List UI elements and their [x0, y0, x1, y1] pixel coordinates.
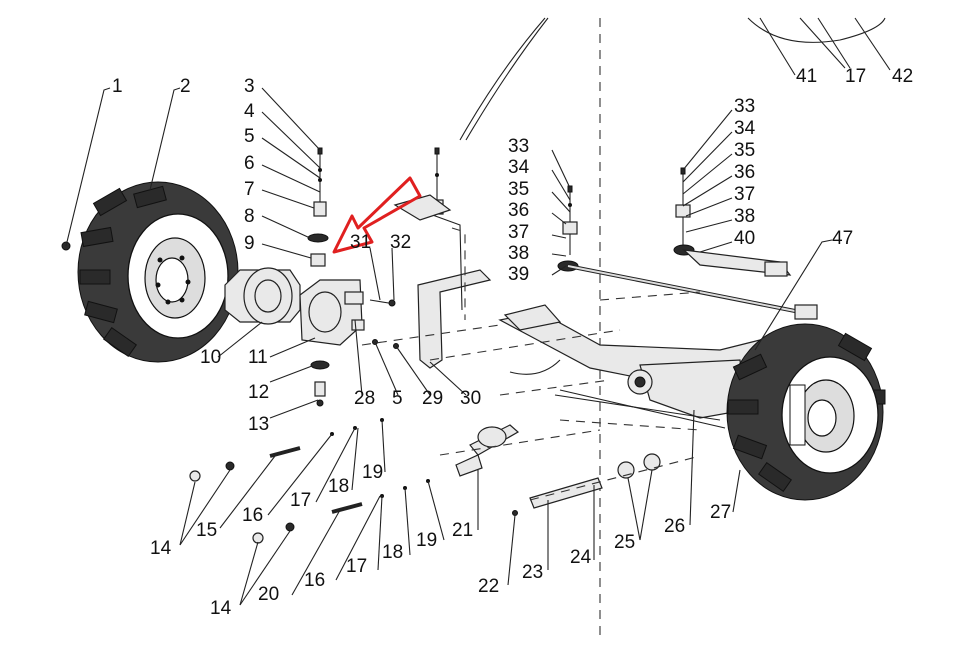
label-25: 25	[614, 532, 635, 553]
label-14a: 14	[150, 538, 172, 559]
bracket	[393, 194, 492, 369]
label-38a: 38	[508, 243, 529, 264]
label-33a: 33	[508, 136, 529, 157]
label-35b: 35	[734, 140, 755, 161]
label-17b: 17	[845, 66, 866, 87]
label-17a: 17	[290, 490, 311, 511]
label-27: 27	[710, 502, 731, 523]
label-17c: 17	[346, 556, 367, 577]
kingpin-stack	[307, 147, 330, 407]
label-12: 12	[248, 382, 269, 403]
label-22: 22	[478, 576, 499, 597]
right-wheel	[726, 323, 886, 501]
label-7: 7	[244, 179, 255, 200]
label-37b: 37	[734, 184, 755, 205]
label-18b: 18	[382, 542, 403, 563]
label-16a: 16	[242, 505, 263, 526]
label-41: 41	[796, 66, 817, 87]
label-36b: 36	[734, 162, 755, 183]
label-3: 3	[244, 76, 255, 97]
label-16b: 16	[304, 570, 325, 591]
label-38b: 38	[734, 206, 755, 227]
label-26: 26	[664, 516, 685, 537]
label-18a: 18	[328, 476, 349, 497]
left-wheel	[61, 181, 239, 363]
label-21: 21	[452, 520, 473, 541]
label-20: 20	[258, 584, 279, 605]
red-callout-arrow	[332, 176, 422, 254]
tie-rods	[557, 167, 818, 320]
label-35a: 35	[508, 179, 529, 200]
label-30: 30	[460, 388, 481, 409]
label-5b: 5	[392, 388, 403, 409]
label-33b: 33	[734, 96, 755, 117]
upper-frame-lines	[459, 17, 891, 640]
label-42: 42	[892, 66, 913, 87]
label-9: 9	[244, 233, 255, 254]
label-47: 47	[832, 228, 853, 249]
label-23: 23	[522, 562, 543, 583]
label-39: 39	[508, 264, 529, 285]
label-6: 6	[244, 153, 255, 174]
label-1: 1	[112, 76, 123, 97]
label-14b: 14	[210, 598, 232, 619]
label-13: 13	[248, 414, 269, 435]
label-32: 32	[390, 232, 411, 253]
part-labels: 1 2 3 4 5 6 7 8 9 10 11 12 13 14 15 16 1…	[112, 66, 913, 619]
label-15: 15	[196, 520, 217, 541]
label-37a: 37	[508, 222, 529, 243]
label-34a: 34	[508, 157, 530, 178]
steering-knuckle	[299, 279, 365, 346]
label-34b: 34	[734, 118, 756, 139]
label-11: 11	[248, 347, 268, 368]
label-36a: 36	[508, 200, 529, 221]
label-40: 40	[734, 228, 755, 249]
label-24: 24	[570, 547, 592, 568]
label-10: 10	[200, 347, 221, 368]
label-19b: 19	[416, 530, 437, 551]
label-29: 29	[422, 388, 443, 409]
leader-lines	[65, 87, 833, 606]
label-28: 28	[354, 388, 375, 409]
label-19a: 19	[362, 462, 383, 483]
label-8: 8	[244, 206, 255, 227]
hub-drive	[224, 267, 301, 325]
label-4: 4	[244, 101, 255, 122]
steering-cylinder	[455, 424, 520, 477]
label-5: 5	[244, 126, 255, 147]
assembly-dashed-lines	[361, 227, 701, 501]
label-2: 2	[180, 76, 191, 97]
axle-frame	[498, 304, 771, 429]
label-31: 31	[350, 232, 371, 253]
